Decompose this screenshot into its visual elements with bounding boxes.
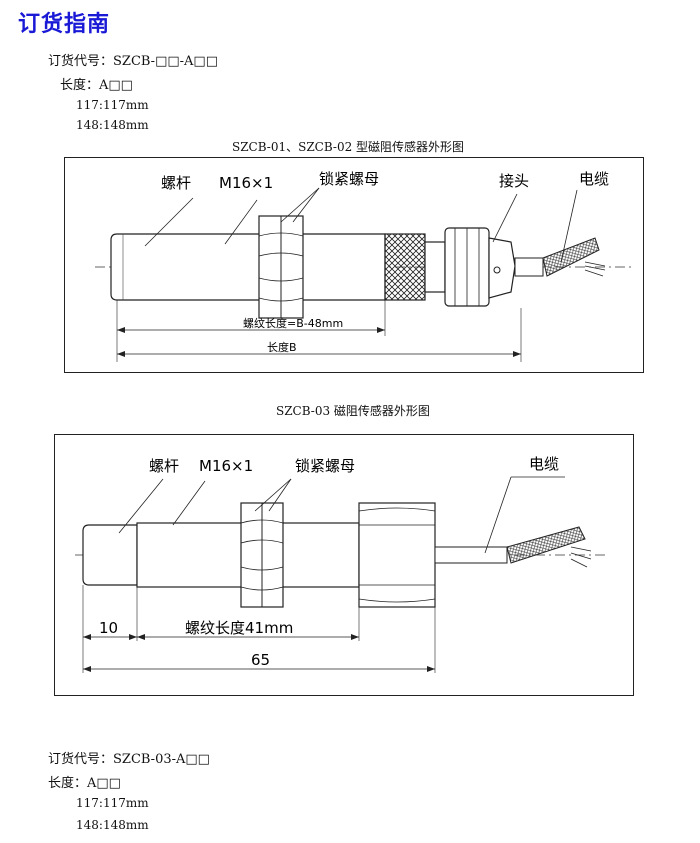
- dim-length-label: 长度B: [267, 340, 297, 354]
- figure-2-drawing: 螺杆 M16×1 锁紧螺母 电缆 10 螺纹长度41mm 65: [54, 434, 634, 696]
- rod-body: [110, 233, 386, 301]
- length-line-2: 长度：A□□: [48, 776, 121, 791]
- dim-tip-label: 10: [99, 619, 118, 637]
- length-option-117-2: 117:117mm: [76, 796, 149, 810]
- figure-2-svg: 螺杆 M16×1 锁紧螺母 电缆 10 螺纹长度41mm 65: [75, 455, 605, 673]
- label-lock-nut: 锁紧螺母: [295, 457, 355, 475]
- dim-total-label: 65: [251, 651, 270, 669]
- length-option-148-1: 148:148mm: [76, 118, 149, 132]
- order-code-line-2: 订货代号：SZCB-03-A□□: [48, 752, 210, 767]
- figure-2-caption: SZCB-03 磁阻传感器外形图: [276, 404, 430, 418]
- label-cable: 电缆: [579, 170, 609, 188]
- rod-tip: [82, 524, 138, 586]
- figure-1-caption: SZCB-01、SZCB-02 型磁阻传感器外形图: [232, 140, 465, 154]
- order-code-line-1: 订货代号：SZCB-□□-A□□: [48, 54, 218, 69]
- hex-body: [358, 502, 436, 608]
- dim-thread-label: 螺纹长度=B-48mm: [243, 316, 343, 330]
- figure-1-svg: 螺杆 M16×1 锁紧螺母 接头 电缆 螺纹长度=B-48mm 长度B: [95, 170, 635, 362]
- label-rod: 螺杆: [149, 457, 179, 475]
- length-option-148-2: 148:148mm: [76, 818, 149, 832]
- page-title: 订货指南: [18, 12, 111, 37]
- label-cable: 电缆: [529, 455, 559, 473]
- label-thread: M16×1: [219, 174, 273, 192]
- knurled-section: [384, 233, 426, 301]
- label-rod: 螺杆: [161, 174, 191, 192]
- figure-1-drawing: 螺杆 M16×1 锁紧螺母 接头 电缆 螺纹长度=B-48mm 长度B: [64, 157, 644, 373]
- length-line-1: 长度：A□□: [60, 78, 133, 93]
- dim-thread-label: 螺纹长度41mm: [185, 619, 293, 637]
- label-connector: 接头: [499, 172, 529, 190]
- label-lock-nut: 锁紧螺母: [319, 170, 379, 188]
- length-option-117-1: 117:117mm: [76, 98, 149, 112]
- label-thread: M16×1: [199, 457, 253, 475]
